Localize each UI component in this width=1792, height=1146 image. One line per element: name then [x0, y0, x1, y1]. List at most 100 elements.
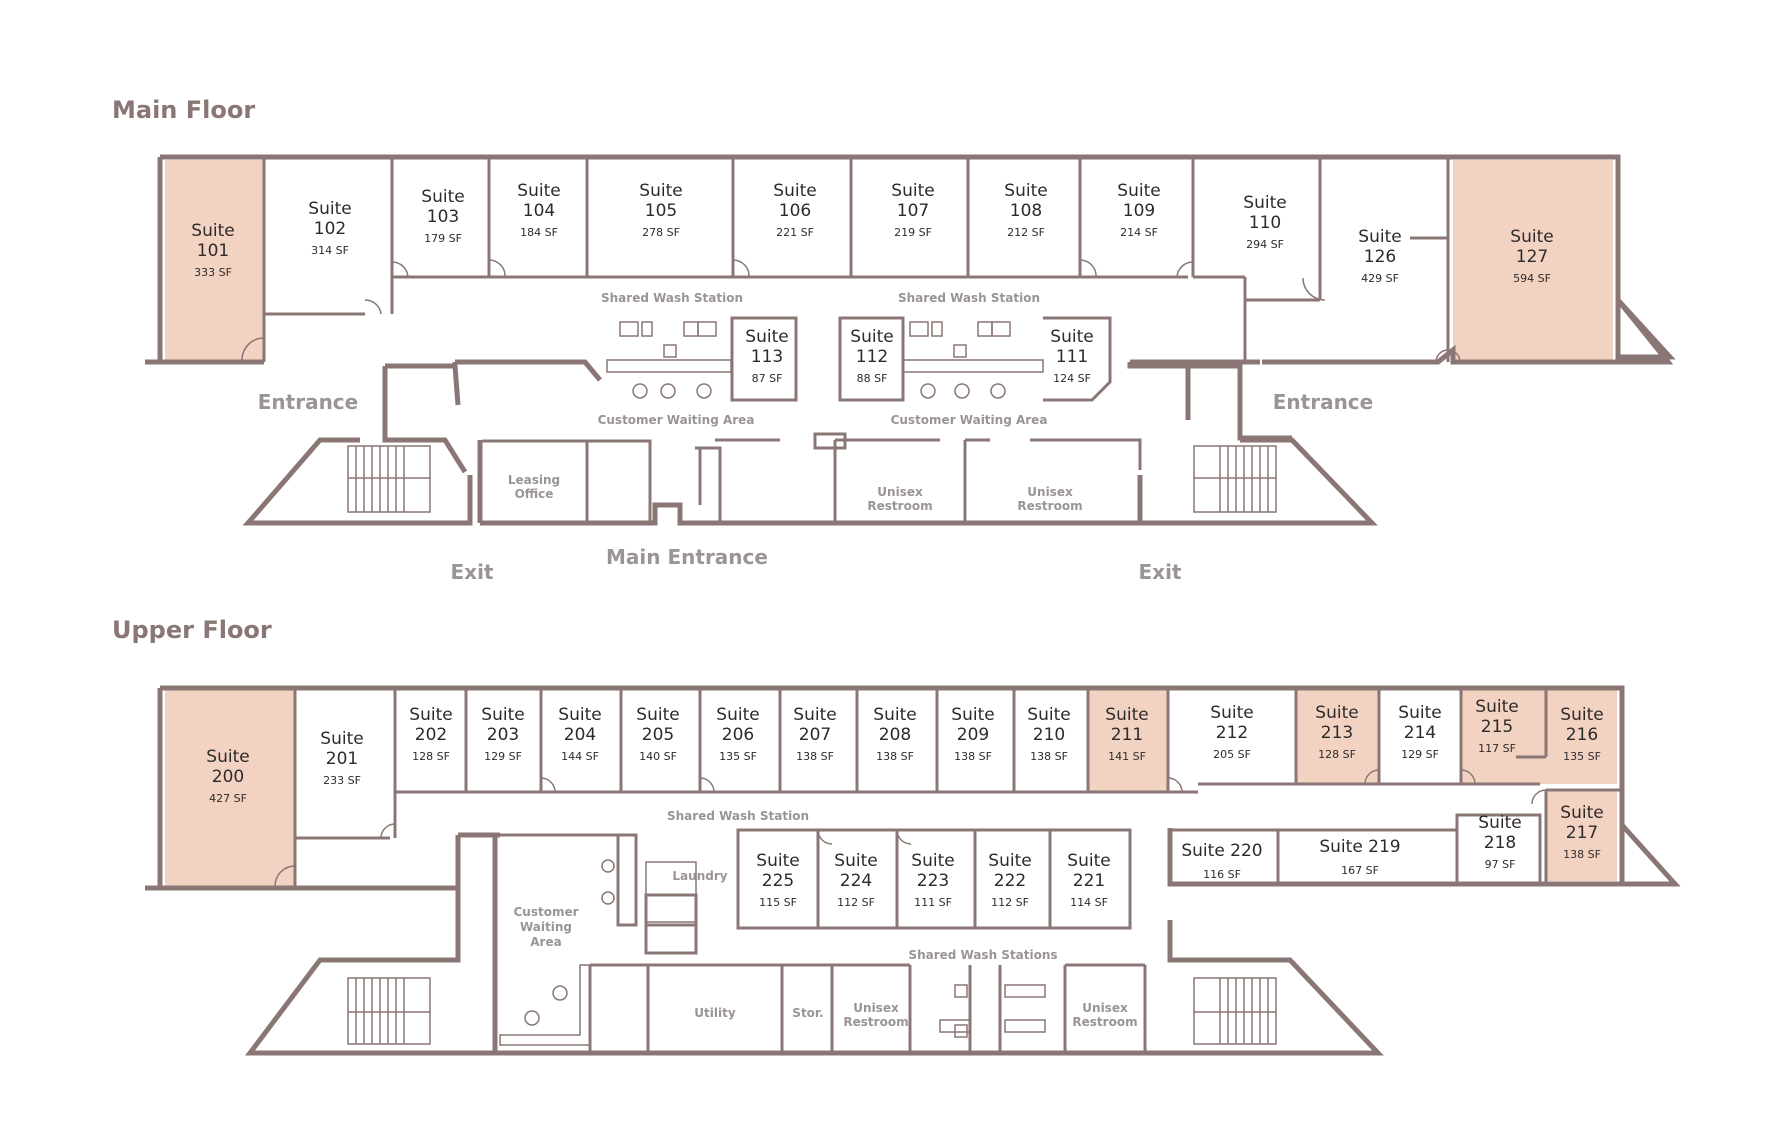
suite-212-number: 212 — [1216, 723, 1248, 743]
suite-208-number: 208 — [879, 725, 911, 745]
suite-111-number: 111 — [1056, 347, 1088, 367]
suite-218-sf: 97 SF — [1485, 858, 1516, 871]
suite-208-name: Suite — [873, 705, 916, 725]
suite-111-name: Suite — [1050, 327, 1093, 347]
suite-204-number: 204 — [564, 725, 596, 745]
suite-222-sf: 112 SF — [991, 896, 1029, 909]
suite-222-name: Suite — [988, 851, 1031, 871]
upper-unisex-2b: Restroom — [1072, 1015, 1137, 1029]
suite-211-fill — [1088, 688, 1168, 791]
upper-unisex-2a: Unisex — [1082, 1001, 1128, 1015]
suite-223-sf: 111 SF — [914, 896, 952, 909]
suite-210-number: 210 — [1033, 725, 1065, 745]
suite-127-fill — [1453, 160, 1613, 362]
stor-label: Stor. — [792, 1006, 823, 1020]
suite-107-name: Suite — [891, 181, 934, 201]
suite-204-sf: 144 SF — [561, 750, 599, 763]
suite-213-sf: 128 SF — [1318, 748, 1356, 761]
suite-205-sf: 140 SF — [639, 750, 677, 763]
upper-unisex-1b: Restroom — [843, 1015, 908, 1029]
suite-104-sf: 184 SF — [520, 226, 558, 239]
suite-217-sf: 138 SF — [1563, 848, 1601, 861]
suite-110-number: 110 — [1249, 213, 1281, 233]
suite-109-number: 109 — [1123, 201, 1155, 221]
suite-224-name: Suite — [834, 851, 877, 871]
suite-202-number: 202 — [415, 725, 447, 745]
suite-201-name: Suite — [320, 729, 363, 749]
leasing-office-label-1: Leasing — [508, 473, 560, 487]
upper-floor-title: Upper Floor — [112, 616, 272, 644]
main-unisex-1a: Unisex — [877, 485, 923, 499]
suite-202-name: Suite — [409, 705, 452, 725]
main-unisex-2a: Unisex — [1027, 485, 1073, 499]
suite-200-name: Suite — [206, 747, 249, 767]
suite-213-fill — [1296, 688, 1379, 784]
suite-109-name: Suite — [1117, 181, 1160, 201]
suite-102-sf: 314 SF — [311, 244, 349, 257]
suite-209-sf: 138 SF — [954, 750, 992, 763]
suite-126-number: 126 — [1364, 247, 1396, 267]
suite-224-number: 224 — [840, 871, 872, 891]
suite-220-name: Suite 220 — [1181, 841, 1262, 861]
suite-102-number: 102 — [314, 219, 346, 239]
suite-211-sf: 141 SF — [1108, 750, 1146, 763]
suite-206-name: Suite — [716, 705, 759, 725]
main-floor-title: Main Floor — [112, 96, 255, 124]
suite-224-sf: 112 SF — [837, 896, 875, 909]
suite-102-name: Suite — [308, 199, 351, 219]
suite-225-sf: 115 SF — [759, 896, 797, 909]
suite-103-name: Suite — [421, 187, 464, 207]
main-top-wall — [160, 154, 1676, 360]
suite-206-sf: 135 SF — [719, 750, 757, 763]
suite-206-number: 206 — [722, 725, 754, 745]
suite-215-name: Suite — [1475, 697, 1518, 717]
leasing-office-label-2: Office — [515, 487, 554, 501]
suite-110-name: Suite — [1243, 193, 1286, 213]
utility-label: Utility — [694, 1006, 736, 1020]
main-shared-wash-1: Shared Wash Station — [601, 291, 743, 305]
laundry-label: Laundry — [672, 869, 727, 883]
suite-103-sf: 179 SF — [424, 232, 462, 245]
suite-220-sf: 116 SF — [1203, 868, 1241, 881]
suite-221-number: 221 — [1073, 871, 1105, 891]
suite-221-name: Suite — [1067, 851, 1110, 871]
suite-104-number: 104 — [523, 201, 555, 221]
suite-112-name: Suite — [850, 327, 893, 347]
suite-209-number: 209 — [957, 725, 989, 745]
suite-207-name: Suite — [793, 705, 836, 725]
suite-225-name: Suite — [756, 851, 799, 871]
upper-shared-wash: Shared Wash Station — [667, 809, 809, 823]
suite-108-name: Suite — [1004, 181, 1047, 201]
suite-200-fill — [165, 688, 295, 888]
suite-113-name: Suite — [745, 327, 788, 347]
suite-213-number: 213 — [1321, 723, 1353, 743]
suite-127-name: Suite — [1510, 227, 1553, 247]
suite-101-fill — [165, 160, 264, 362]
main-stairs-left — [347, 445, 431, 513]
suite-101-name: Suite — [191, 221, 234, 241]
entrance-left-label: Entrance — [258, 390, 358, 414]
suite-212-sf: 205 SF — [1213, 748, 1251, 761]
suite-113-sf: 87 SF — [752, 372, 783, 385]
suite-112-sf: 88 SF — [857, 372, 888, 385]
suite-214-sf: 129 SF — [1401, 748, 1439, 761]
upper-stairs-left — [347, 977, 431, 1045]
suite-101-sf: 333 SF — [194, 266, 232, 279]
suite-217-fill — [1546, 790, 1617, 881]
main-waiting-1: Customer Waiting Area — [598, 413, 755, 427]
suite-211-number: 211 — [1111, 725, 1143, 745]
suite-101-number: 101 — [197, 241, 229, 261]
suite-106-number: 106 — [779, 201, 811, 221]
suite-217-number: 217 — [1566, 823, 1598, 843]
suite-208-sf: 138 SF — [876, 750, 914, 763]
upper-waiting-3: Area — [530, 935, 561, 949]
suite-127-sf: 594 SF — [1513, 272, 1551, 285]
suite-210-name: Suite — [1027, 705, 1070, 725]
suite-221-sf: 114 SF — [1070, 896, 1108, 909]
upper-unisex-1a: Unisex — [853, 1001, 899, 1015]
suite-207-sf: 138 SF — [796, 750, 834, 763]
main-waiting-2: Customer Waiting Area — [891, 413, 1048, 427]
suite-203-number: 203 — [487, 725, 519, 745]
suite-107-number: 107 — [897, 201, 929, 221]
suite-219-name: Suite 219 — [1319, 837, 1400, 857]
